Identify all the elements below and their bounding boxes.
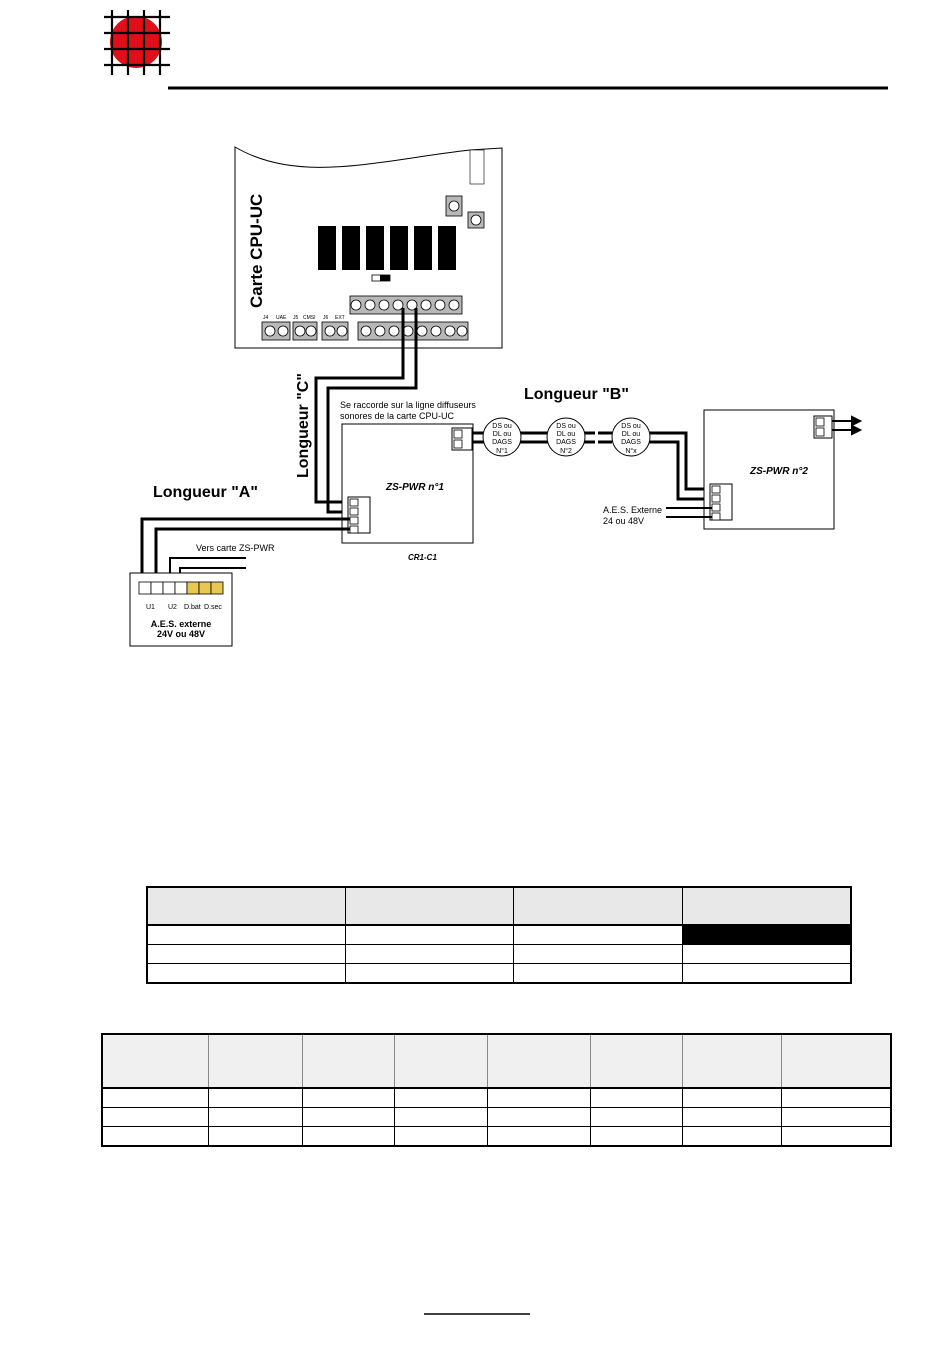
- cr1-label: CR1-C1: [408, 553, 437, 562]
- table-1: [146, 886, 852, 984]
- svg-text:DS ou: DS ou: [492, 423, 512, 430]
- note-line1: Se raccorde sur la ligne diffuseurs: [340, 400, 476, 410]
- speaker-2: DS ou DL ou DAGS N°2: [546, 417, 586, 457]
- uae-label: UAE: [276, 315, 287, 321]
- table-row: [147, 963, 852, 984]
- svg-text:DL ou: DL ou: [493, 431, 512, 438]
- svg-text:N°1: N°1: [496, 447, 508, 455]
- aes-ext-line2: 24 ou 48V: [603, 516, 644, 526]
- svg-text:N°2: N°2: [560, 447, 572, 455]
- svg-text:DS ou: DS ou: [621, 423, 641, 430]
- zs-pwr-1-label: ZS-PWR n°1: [385, 482, 444, 493]
- svg-text:DL ou: DL ou: [557, 431, 576, 438]
- zs-pwr-1-card: ZS-PWR n°1: [341, 423, 474, 544]
- ext-label: EXT: [335, 315, 345, 321]
- speaker-1: DS ou DL ou DAGS N°1: [482, 417, 522, 457]
- cpu-card-label: Carte CPU-UC: [247, 194, 266, 308]
- vers-carte-label: Vers carte ZS-PWR: [196, 543, 275, 553]
- dark-cell: [682, 925, 852, 945]
- svg-text:DAGS: DAGS: [621, 439, 641, 446]
- output-arrows: [832, 415, 863, 436]
- company-logo: [104, 10, 170, 75]
- table-row: [102, 1107, 892, 1127]
- u1-label: U1: [146, 604, 155, 611]
- svg-text:DAGS: DAGS: [492, 439, 512, 446]
- dbat-label: D.bat: [184, 604, 201, 611]
- note-line2: sonores de la carte CPU-UC: [340, 411, 455, 421]
- table-row: [147, 944, 852, 964]
- table-header-row: [147, 887, 852, 926]
- length-c-label: Longueur "C": [295, 373, 312, 478]
- svg-text:DS ou: DS ou: [556, 423, 576, 430]
- j6-label: J6: [323, 315, 329, 321]
- zs-pwr-2-label: ZS-PWR n°2: [749, 466, 808, 477]
- length-b-label: Longueur "B": [524, 386, 629, 403]
- wire-longueur-c: [314, 308, 418, 514]
- table-row: [102, 1088, 892, 1108]
- svg-text:DL ou: DL ou: [622, 431, 641, 438]
- aes-box-line2: 24V ou 48V: [157, 629, 205, 639]
- zs-pwr-2-card: ZS-PWR n°2: [703, 409, 835, 530]
- svg-text:DAGS: DAGS: [556, 439, 576, 446]
- aes-ext-line1: A.E.S. Externe: [603, 505, 662, 515]
- dsec-label: D.sec: [204, 604, 222, 611]
- svg-text:N°x: N°x: [625, 447, 637, 455]
- wire-longueur-a: [140, 517, 350, 582]
- cmsi-label: CMSI: [303, 315, 316, 321]
- table-row: [147, 925, 852, 945]
- speaker-x: DS ou DL ou DAGS N°x: [611, 417, 651, 457]
- aes-box-line1: A.E.S. externe: [151, 619, 212, 629]
- table-header-row: [102, 1034, 892, 1089]
- cpu-uc-card: Carte CPU-UC: [234, 146, 503, 349]
- u2-label: U2: [168, 604, 177, 611]
- table-row: [102, 1126, 892, 1147]
- aes-externe-box: U1 U2 D.bat D.sec A.E.S. externe 24V ou …: [129, 572, 233, 647]
- table-2: [101, 1033, 892, 1147]
- j4-label: J4: [263, 315, 269, 321]
- length-a-label: Longueur "A": [153, 484, 258, 501]
- j5-label: J5: [293, 315, 299, 321]
